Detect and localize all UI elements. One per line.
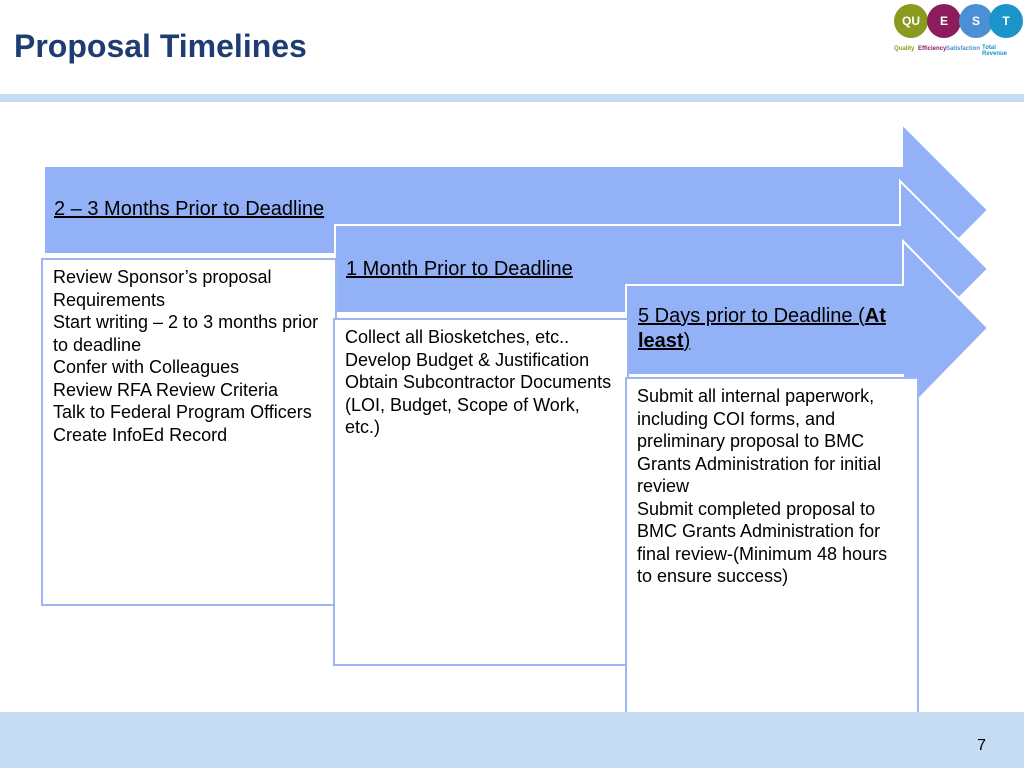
page-title: Proposal Timelines [14, 28, 307, 64]
quest-logo: QU E S T Quality Efficiency Satisfaction… [892, 4, 1024, 64]
logo-label-quality: Quality [894, 46, 915, 52]
step-2-item: Develop Budget & Justification [345, 349, 590, 370]
step-1-item: Talk to Federal Program Officers [53, 402, 312, 422]
step-3-heading: 5 Days prior to Deadline (At least) [638, 304, 908, 354]
header-divider-band [0, 94, 1024, 102]
step-1-heading: 2 – 3 Months Prior to Deadline [54, 198, 325, 220]
step-3-heading-text: 5 Days prior to Deadline ( [638, 305, 865, 327]
logo-circle-s: S [959, 4, 993, 38]
step-2-item: Obtain Subcontractor Documents (LOI, Bud… [345, 372, 612, 437]
logo-circle-qu: QU [894, 4, 928, 38]
logo-label-efficiency: Efficiency [918, 46, 947, 52]
step-3-item: Submit completed proposal to BMC Grants … [637, 498, 888, 587]
step-1-item: Review RFA Review Criteria [53, 379, 279, 400]
step-1-box: Review Sponsor’s proposal Requirements S… [41, 258, 337, 606]
step-2-heading: 1 Month Prior to Deadline [346, 258, 573, 280]
step-1-item: Confer with Colleagues [53, 357, 240, 377]
logo-label-total-revenue: Total Revenue [982, 45, 1008, 57]
step-1-item: Review Sponsor’s proposal Requirements [53, 267, 272, 310]
step-1-item: Start writing – 2 to 3 months prior to d… [53, 312, 319, 355]
step-1-item: Create InfoEd Record [53, 424, 228, 445]
step-3-box: Submit all internal paperwork, including… [625, 377, 919, 718]
logo-circle-t: T [989, 4, 1023, 38]
logo-label-satisfaction: Satisfaction [946, 46, 981, 52]
page-number: 7 [977, 737, 986, 754]
step-3-item: Submit all internal paperwork, including… [637, 386, 882, 496]
step-2-item: Collect all Biosketches, etc.. [345, 327, 570, 347]
logo-circle-e: E [927, 4, 961, 38]
step-3-heading-close: ) [683, 330, 691, 352]
footer-band [0, 712, 1024, 768]
step-3-heading-emphasis: At least [638, 305, 886, 352]
step-2-box: Collect all Biosketches, etc.. Develop B… [333, 318, 629, 666]
